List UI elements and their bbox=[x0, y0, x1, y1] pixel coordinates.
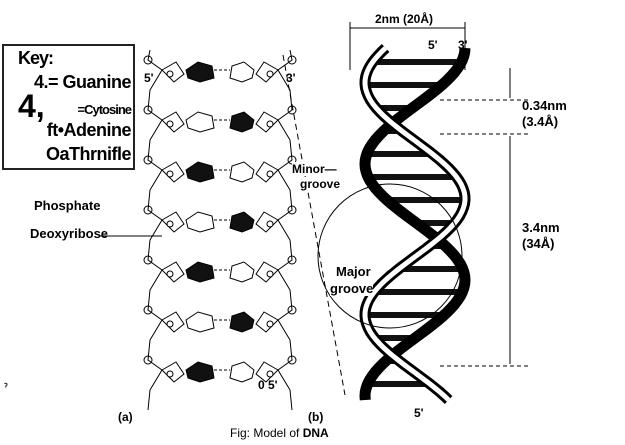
base-left bbox=[185, 311, 215, 333]
base-right bbox=[229, 361, 255, 383]
rise-angstrom: (3.4Å) bbox=[522, 114, 559, 129]
base-right bbox=[229, 161, 255, 183]
oxygen bbox=[166, 170, 174, 178]
oxygen bbox=[266, 170, 274, 178]
end-5-top-a: 5' bbox=[144, 71, 154, 85]
base-left bbox=[185, 161, 215, 183]
width-label: 2nm (20Å) bbox=[375, 12, 434, 26]
key-cytosine: =Cytosine bbox=[77, 102, 132, 117]
base-right bbox=[229, 111, 255, 133]
key-title: Key: bbox=[18, 48, 54, 68]
deoxyribose-right bbox=[255, 111, 279, 133]
minor-groove-label-2: groove bbox=[300, 177, 341, 191]
oxygen bbox=[266, 70, 274, 78]
rotation-circle bbox=[317, 183, 463, 329]
base-left bbox=[185, 61, 215, 83]
backbone-right bbox=[277, 49, 293, 411]
deoxyribose-right bbox=[255, 361, 279, 383]
oxygen bbox=[266, 270, 274, 278]
oxygen bbox=[166, 370, 174, 378]
key-guanine: 4.= Guanine bbox=[33, 72, 132, 92]
bottom-5-label: 5' bbox=[414, 406, 424, 420]
base-left bbox=[185, 211, 215, 233]
deoxyribose-right bbox=[255, 61, 279, 83]
end-3-top-a: 3' bbox=[286, 71, 296, 85]
oxygen bbox=[266, 220, 274, 228]
phosphate-label: Phosphate bbox=[34, 198, 101, 213]
base-right bbox=[229, 311, 255, 333]
deoxyribose-right bbox=[255, 311, 279, 333]
pitch-angstrom: (34Å) bbox=[522, 236, 555, 251]
top-3-label: 3' bbox=[458, 38, 468, 52]
oxygen bbox=[266, 320, 274, 328]
base-left bbox=[185, 261, 215, 283]
deoxyribose-left bbox=[161, 61, 185, 83]
deoxyribose-left bbox=[161, 111, 185, 133]
top-5-label: 5' bbox=[428, 38, 438, 52]
backbone-left bbox=[147, 49, 163, 411]
rise-label: 0.34nm bbox=[522, 98, 567, 113]
panel-a-label: (a) bbox=[118, 410, 133, 424]
deoxyribose-left bbox=[161, 211, 185, 233]
key-thymine: OaThrnifle bbox=[45, 144, 132, 164]
figure-caption: Fig: Model of DNA bbox=[230, 426, 329, 440]
base-right bbox=[229, 211, 255, 233]
oxygen bbox=[166, 320, 174, 328]
oxygen bbox=[266, 120, 274, 128]
oxygen bbox=[166, 70, 174, 78]
deoxyribose-left bbox=[161, 161, 185, 183]
key-adenine: ft•Adenine bbox=[46, 120, 132, 140]
base-right bbox=[229, 61, 255, 83]
deoxyribose-right bbox=[255, 261, 279, 283]
caption-prefix: Fig: Model of bbox=[230, 426, 303, 440]
major-groove-label-2: groove bbox=[330, 281, 374, 296]
base-left bbox=[185, 111, 215, 133]
helix-strand-1 bbox=[359, 47, 471, 401]
caption-bold: DNA bbox=[302, 426, 329, 440]
deoxyribose-label: Deoxyribose bbox=[30, 226, 109, 241]
deoxyribose-left bbox=[161, 261, 185, 283]
pitch-label: 3.4nm bbox=[522, 220, 560, 235]
panel-b-label: (b) bbox=[308, 410, 324, 424]
oxygen bbox=[166, 220, 174, 228]
stray-mark: ˀ bbox=[4, 382, 8, 393]
key-big-glyph: 4, bbox=[18, 88, 45, 124]
oxygen bbox=[166, 120, 174, 128]
base-right bbox=[229, 261, 255, 283]
helix-axis bbox=[282, 54, 346, 396]
deoxyribose-left bbox=[161, 361, 185, 383]
minor-groove-label: Minor— bbox=[292, 162, 337, 176]
deoxyribose-left bbox=[161, 311, 185, 333]
major-groove-label: Major bbox=[336, 264, 371, 279]
base-left bbox=[185, 361, 215, 383]
deoxyribose-right bbox=[255, 161, 279, 183]
helix-strand-2-highlight bbox=[362, 46, 468, 402]
oxygen bbox=[266, 370, 274, 378]
key-box: Key: 4.= Guanine 4, =Cytosine ft•Adenine… bbox=[2, 44, 135, 170]
end-0-bottom-a: 0 bbox=[258, 378, 265, 392]
end-5-bottom-a: 5' bbox=[268, 378, 278, 392]
deoxyribose-right bbox=[255, 211, 279, 233]
oxygen bbox=[166, 270, 174, 278]
